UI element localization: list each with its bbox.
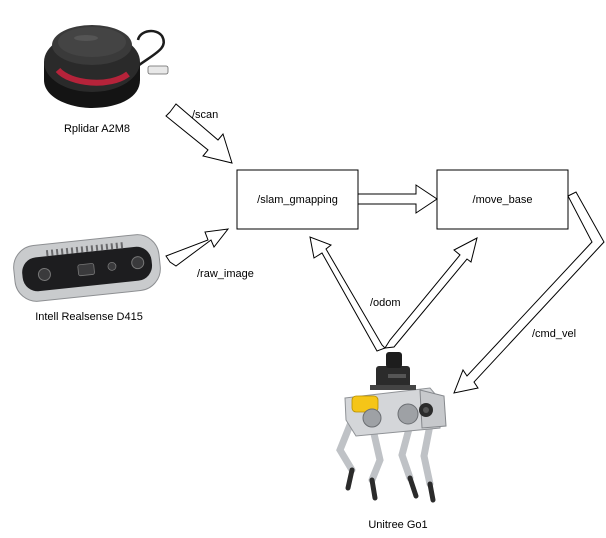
odom-to-move-base-arrow (384, 237, 478, 349)
scan-arrow (165, 103, 233, 164)
slam-gmapping-node: /slam_gmapping (236, 169, 359, 230)
unitree-go1-image (336, 352, 447, 503)
odom-label: /odom (370, 297, 401, 309)
raw-image-label: /raw_image (197, 268, 254, 280)
realsense-image (13, 234, 161, 302)
move-base-label: /move_base (473, 194, 533, 206)
rplidar-label: Rplidar A2M8 (64, 123, 130, 135)
odom-to-slam-arrow (309, 236, 386, 352)
slam-gmapping-label: /slam_gmapping (257, 194, 338, 206)
slam-to-move-base-arrow (357, 184, 438, 214)
unitree-go1-label: Unitree Go1 (368, 519, 427, 531)
realsense-label: Intell Realsense D415 (35, 311, 143, 323)
rplidar-image (44, 25, 169, 108)
cmd-vel-label: /cmd_vel (532, 328, 576, 340)
move-base-node: /move_base (436, 169, 569, 230)
raw-image-arrow (165, 228, 230, 267)
scan-label: /scan (192, 109, 218, 121)
cmd-vel-arrow (453, 191, 605, 394)
